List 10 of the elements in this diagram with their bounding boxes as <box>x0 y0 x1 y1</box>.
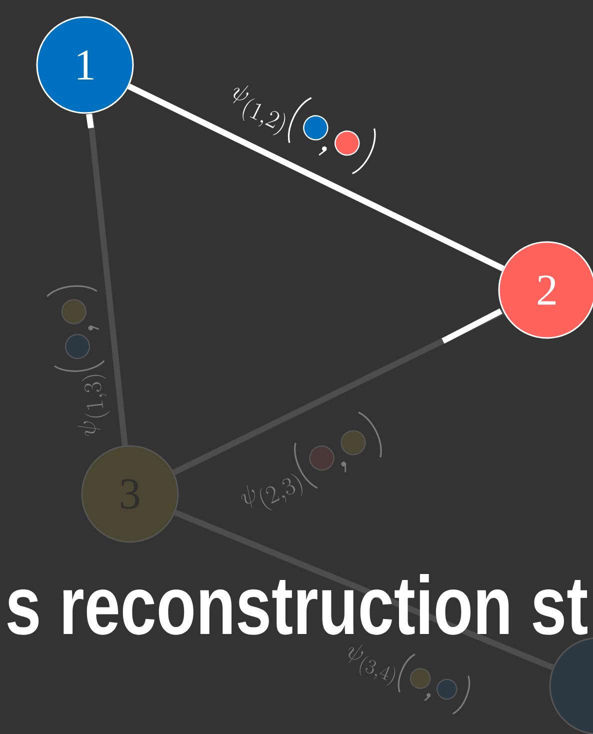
connector-line <box>128 84 504 272</box>
edge-label: $\psi_{(1, 2)}$ <box>233 86 286 136</box>
connector-line <box>87 113 128 446</box>
heading-text: s reconstruction st <box>7 574 588 635</box>
node-circle <box>549 637 593 734</box>
edge-label: $\psi_{(2, 3)}$ <box>241 474 302 510</box>
edge-label: $\psi_{(1, 3)}$ <box>78 374 110 436</box>
connector-line <box>174 510 554 670</box>
connector-line <box>172 308 505 476</box>
edge-label: $\psi_{(3, 4)}$ <box>348 644 396 686</box>
